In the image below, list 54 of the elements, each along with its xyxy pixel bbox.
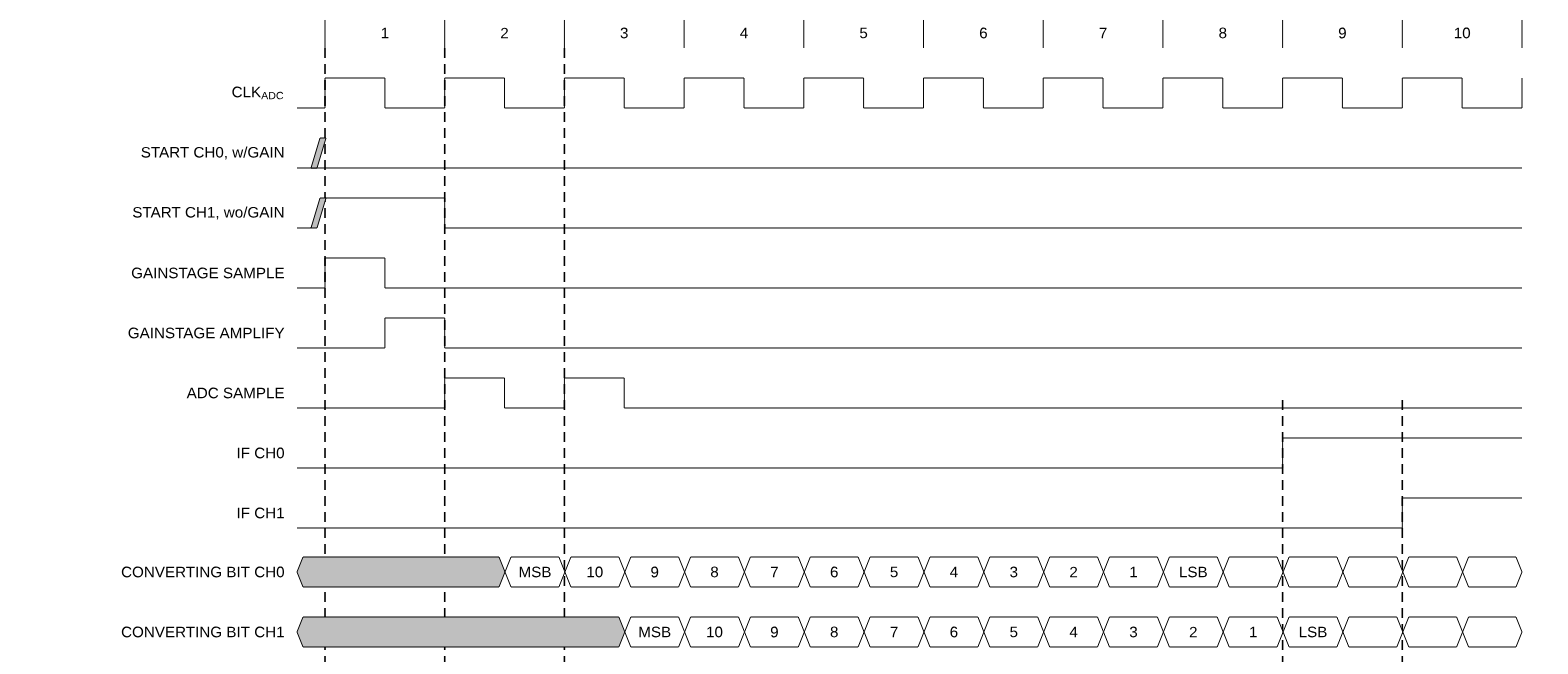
bus-value-segment: 3 [1103, 616, 1164, 648]
bus-value-segment: 8 [803, 616, 865, 648]
signal-name: ADC SAMPLE [186, 387, 284, 399]
cycle-number: 3 [620, 27, 628, 39]
bus-value-segment: 3 [983, 556, 1045, 588]
bus-value-segment: 5 [983, 616, 1045, 648]
bus-value-segment: 6 [923, 616, 985, 648]
bus-segment [1342, 556, 1404, 588]
busy-bus-segment [296, 556, 506, 588]
signal-name: IF CH0 [237, 447, 284, 459]
bus-segment [1222, 556, 1284, 588]
signal-name: IF CH1 [237, 507, 284, 519]
cycle-number: 4 [740, 27, 748, 39]
signal-name: CLK$_{ADC}$ [232, 86, 284, 100]
bus-segment [1282, 556, 1344, 588]
bus-value-segment: 1 [1222, 616, 1284, 648]
cycle-number: 7 [1099, 27, 1107, 39]
bus-segment [1402, 616, 1464, 648]
bus-value-segment: MSB [624, 616, 686, 648]
bus-segment [1342, 616, 1404, 648]
bus-value-segment: 5 [863, 556, 925, 588]
bus-value-segment: MSB [504, 556, 566, 588]
bus-value-segment: LSB [1282, 616, 1344, 648]
bus-value-segment: LSB [1162, 556, 1224, 588]
bus-value-segment: 4 [923, 556, 985, 588]
cycle-number: 6 [979, 27, 987, 39]
cycle-number: 2 [501, 27, 508, 39]
bus-segment [1462, 616, 1523, 648]
signal-name: START CH1, wo/GAIN [133, 206, 284, 220]
bus-value-segment: 10 [684, 616, 745, 648]
signal-name: GAINSTAGE AMPLIFY [128, 327, 285, 339]
cycle-number: 10 [1454, 27, 1471, 39]
cycle-number: 8 [1219, 27, 1227, 39]
bus-segment [1462, 556, 1523, 588]
cycle-number: 9 [1338, 27, 1346, 39]
bus-value-segment: 9 [624, 556, 686, 588]
signal-name: CONVERTING BIT CH0 [121, 566, 284, 578]
bus-value-segment: 8 [684, 556, 745, 588]
busy-bus-segment [296, 616, 626, 648]
bus-value-segment: 1 [1103, 556, 1164, 588]
bus-value-segment: 7 [743, 556, 805, 588]
bus-value-segment: 7 [863, 616, 925, 648]
signal-name: START CH0, w/GAIN [141, 146, 284, 160]
bus-value-segment: 4 [1043, 616, 1104, 648]
cycle-number: 5 [860, 27, 868, 39]
bus-value-segment: 10 [564, 556, 626, 588]
signal-name: GAINSTAGE SAMPLE [131, 267, 284, 279]
bus-value-segment: 2 [1162, 616, 1224, 648]
bus-value-segment: 9 [744, 616, 805, 648]
cycle-number: 1 [381, 27, 389, 39]
bus-value-segment: 6 [803, 556, 865, 588]
signal-name: CONVERTING BIT CH1 [121, 626, 284, 638]
bus-value-segment: 2 [1043, 556, 1104, 588]
bus-segment [1402, 556, 1464, 588]
